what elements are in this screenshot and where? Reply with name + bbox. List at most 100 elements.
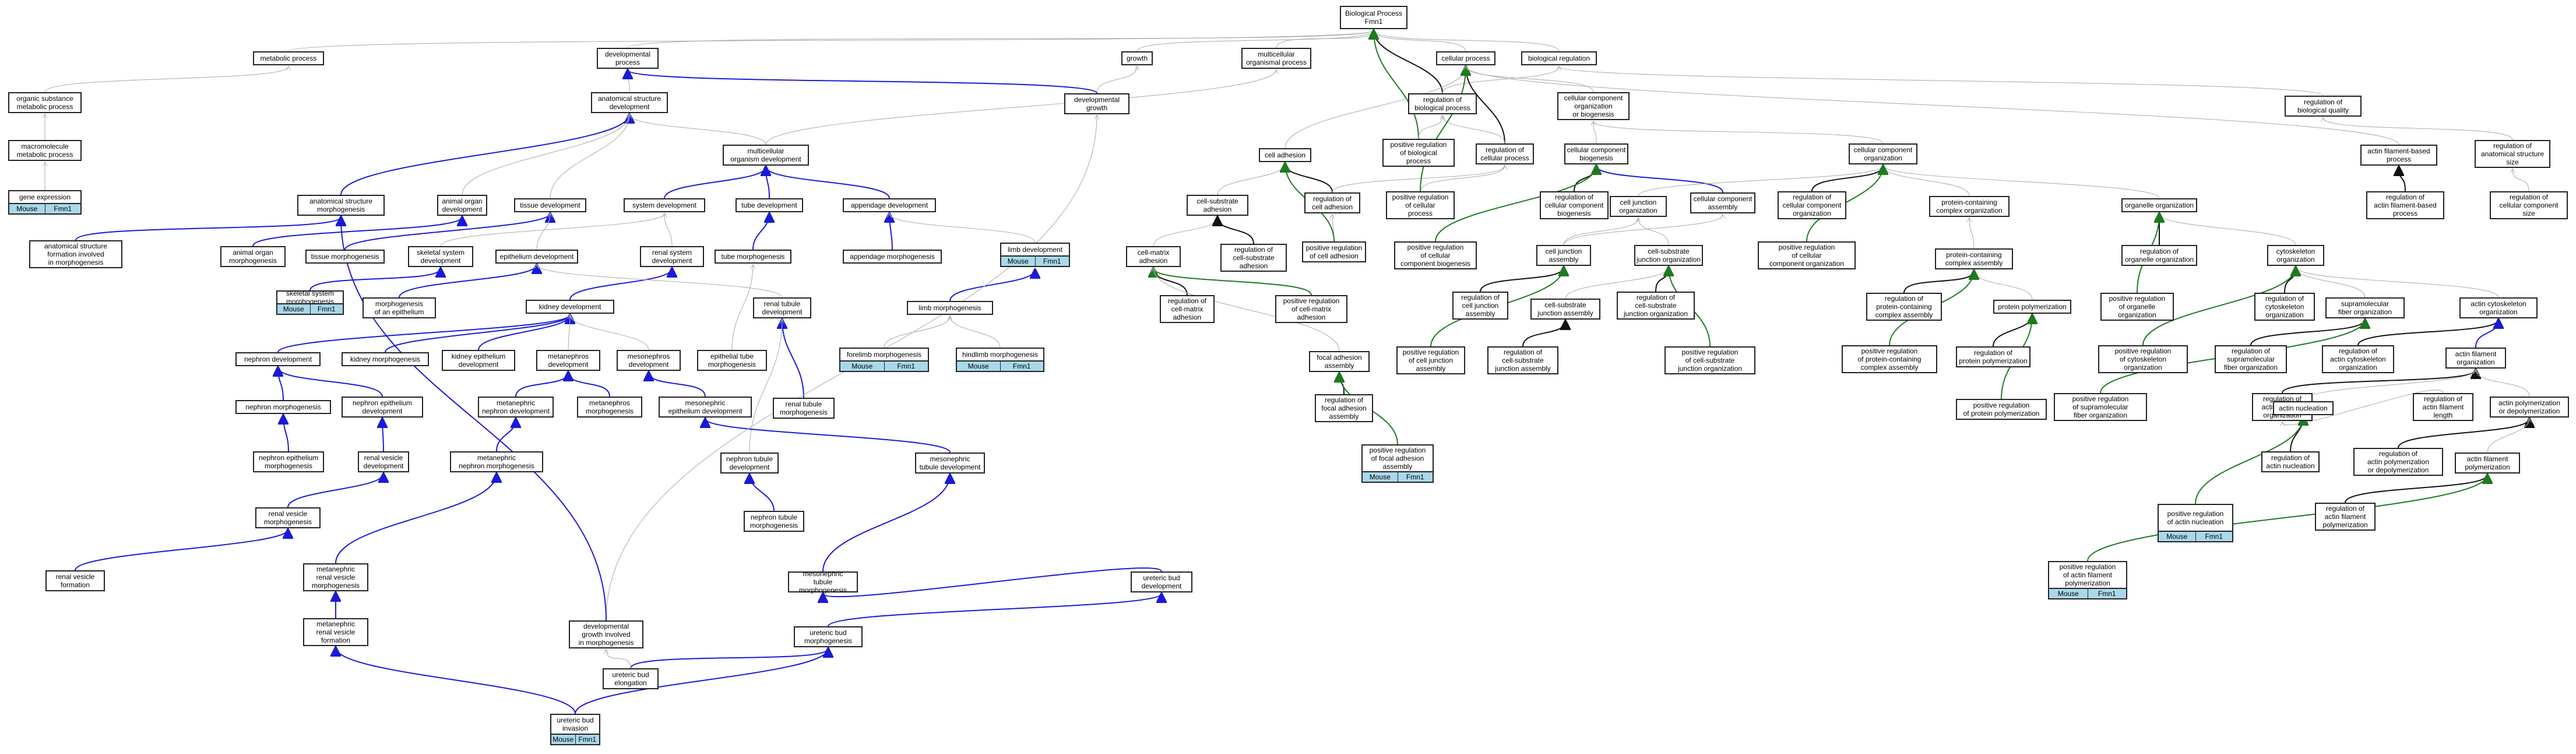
go-term-node[interactable]: ureteric bud morphogenesis xyxy=(794,626,863,647)
go-term-node[interactable]: cellular component biogenesis xyxy=(1564,143,1628,164)
go-term-node[interactable]: developmental process xyxy=(597,48,659,69)
go-term-node[interactable]: nephron tubule development xyxy=(720,453,779,474)
go-term-node[interactable]: protein-containing complex organization xyxy=(1929,196,2010,217)
go-term-node[interactable]: organelle organization xyxy=(2121,198,2197,212)
go-term-node[interactable]: mesonephric tubule development xyxy=(915,453,985,474)
go-term-node[interactable]: regulation of cell-substrate junction or… xyxy=(1617,292,1695,320)
go-term-node[interactable]: multicellular organism development xyxy=(723,145,809,166)
go-term-node[interactable]: anatomical structure morphogenesis xyxy=(297,195,385,216)
go-term-node[interactable]: hindlimb morphogenesis xyxy=(956,348,1044,362)
go-term-node[interactable]: ureteric bud development xyxy=(1131,571,1192,592)
go-term-node[interactable]: appendage morphogenesis xyxy=(843,250,942,264)
go-term-node[interactable]: cell-matrix adhesion xyxy=(1126,246,1181,267)
go-term-node[interactable]: regulation of biological quality xyxy=(2285,96,2362,117)
go-term-node[interactable]: nephron development xyxy=(235,352,321,366)
go-term-node[interactable]: organic substance metabolic process xyxy=(8,92,82,113)
go-term-node[interactable]: regulation of cell-substrate junction as… xyxy=(1487,346,1558,374)
go-term-node[interactable]: metanephric nephron morphogenesis xyxy=(450,451,543,472)
go-term-node[interactable]: tube development xyxy=(736,198,803,212)
go-term-node[interactable]: regulation of cell-substrate adhesion xyxy=(1220,244,1287,272)
go-term-node[interactable]: positive regulation of protein-containin… xyxy=(1842,345,1937,373)
go-term-node[interactable]: positive regulation of cell adhesion xyxy=(1302,241,1366,262)
go-term-node[interactable]: cellular component organization xyxy=(1849,143,1917,164)
go-term-node[interactable]: cell adhesion xyxy=(1259,148,1311,162)
go-term-node[interactable]: cell-substrate adhesion xyxy=(1187,195,1248,216)
go-term-node[interactable]: regulation of actin filament-based proce… xyxy=(2366,191,2444,219)
go-term-node[interactable]: positive regulation of protein polymeriz… xyxy=(1956,399,2047,420)
go-term-node[interactable]: regulation of cytoskeleton organization xyxy=(2254,293,2315,321)
go-term-node[interactable]: metabolic process xyxy=(253,51,324,65)
go-term-node[interactable]: regulation of supramolecular fiber organ… xyxy=(2215,345,2287,373)
go-term-node[interactable]: limb development xyxy=(1000,243,1070,257)
go-term-node[interactable]: gene expression xyxy=(8,190,82,204)
go-term-node[interactable]: appendage development xyxy=(843,198,936,212)
go-term-node[interactable]: regulation of anatomical structure size xyxy=(2475,140,2550,168)
go-term-node[interactable]: actin filament polymerization xyxy=(2455,453,2520,474)
go-term-node[interactable]: renal vesicle development xyxy=(358,451,409,472)
go-term-node[interactable]: regulation of cellular component organiz… xyxy=(1778,191,1846,219)
go-term-node[interactable]: regulation of protein polymerization xyxy=(1956,346,2030,367)
go-term-node[interactable]: regulation of actin filament polymerizat… xyxy=(2315,503,2376,531)
go-term-node[interactable]: actin filament organization xyxy=(2445,348,2506,369)
go-term-node[interactable]: regulation of cellular component size xyxy=(2490,191,2568,219)
go-term-node[interactable]: actin polymerization or depolymerization xyxy=(2490,397,2569,418)
go-term-node[interactable]: animal organ development xyxy=(437,195,487,216)
go-term-node[interactable]: positive regulation of actin nucleation xyxy=(2158,504,2233,532)
go-term-node[interactable]: regulation of cellular component biogene… xyxy=(1540,191,1609,219)
go-term-node[interactable]: nephron morphogenesis xyxy=(235,400,331,414)
go-term-node[interactable]: positive regulation of supramolecular fi… xyxy=(2054,393,2147,421)
go-term-node[interactable]: renal vesicle morphogenesis xyxy=(255,507,321,528)
go-term-node[interactable]: cellular component assembly xyxy=(1690,192,1755,213)
go-term-node[interactable]: multicellular organismal process xyxy=(1241,48,1311,69)
go-term-node[interactable]: anatomical structure formation involved … xyxy=(29,240,122,268)
go-term-node[interactable]: positive regulation of organelle organiz… xyxy=(2100,293,2174,321)
go-term-node[interactable]: positive regulation of focal adhesion as… xyxy=(1361,444,1434,472)
go-term-node[interactable]: developmental growth involved in morphog… xyxy=(569,620,643,648)
go-term-node[interactable]: mesonephros development xyxy=(617,350,681,371)
go-term-node[interactable]: Biological Process Fmn1 xyxy=(1340,6,1407,29)
go-term-node[interactable]: regulation of cell-matrix adhesion xyxy=(1160,295,1215,323)
go-term-node[interactable]: nephron epithelium morphogenesis xyxy=(253,451,324,472)
go-term-node[interactable]: epithelium development xyxy=(495,250,578,264)
go-term-node[interactable]: cellular process xyxy=(1436,51,1495,65)
go-term-node[interactable]: renal tubule morphogenesis xyxy=(773,398,835,419)
go-term-node[interactable]: metanephros morphogenesis xyxy=(577,397,642,418)
go-term-node[interactable]: biological regulation xyxy=(1521,51,1597,65)
go-term-node[interactable]: renal vesicle formation xyxy=(45,570,105,591)
go-term-node[interactable]: supramolecular fiber organization xyxy=(2325,297,2405,318)
go-term-node[interactable]: positive regulation of cytoskeleton orga… xyxy=(2098,345,2188,373)
go-term-node[interactable]: ureteric bud elongation xyxy=(603,668,659,689)
go-term-node[interactable]: regulation of cell adhesion xyxy=(1304,192,1360,213)
go-term-node[interactable]: cellular component organization or bioge… xyxy=(1557,92,1630,120)
go-term-node[interactable]: regulation of actin cytoskeleton organiz… xyxy=(2322,345,2394,373)
go-term-node[interactable]: positive regulation of cellular componen… xyxy=(1394,241,1477,269)
go-term-node[interactable]: regulation of protein-containing complex… xyxy=(1866,293,1942,321)
go-term-node[interactable]: regulation of actin nucleation xyxy=(2261,451,2320,472)
go-term-node[interactable]: metanephric renal vesicle morphogenesis xyxy=(303,563,368,591)
go-term-node[interactable]: metanephric renal vesicle formation xyxy=(303,618,368,646)
go-term-node[interactable]: focal adhesion assembly xyxy=(1309,351,1370,372)
go-term-node[interactable]: ureteric bud invasion xyxy=(550,714,600,735)
go-term-node[interactable]: positive regulation of cellular componen… xyxy=(1758,241,1856,269)
go-term-node[interactable]: regulation of actin filament length xyxy=(2413,393,2473,421)
go-term-node[interactable]: cell-substrate junction organization xyxy=(1634,245,1703,266)
go-term-node[interactable]: skeletal system morphogenesis xyxy=(276,289,344,306)
go-term-node[interactable]: tissue morphogenesis xyxy=(305,250,385,264)
go-term-node[interactable]: nephron tubule morphogenesis xyxy=(744,511,804,532)
go-term-node[interactable]: developmental growth xyxy=(1064,93,1129,114)
go-term-node[interactable]: actin cytoskeleton organization xyxy=(2459,297,2538,318)
go-term-node[interactable]: anatomical structure development xyxy=(591,92,668,113)
go-term-node[interactable]: regulation of cell junction assembly xyxy=(1452,292,1508,320)
go-term-node[interactable]: system development xyxy=(624,198,705,212)
go-term-node[interactable]: tube morphogenesis xyxy=(715,250,791,264)
go-term-node[interactable]: regulation of actin polymerization or de… xyxy=(2353,448,2443,476)
go-term-node[interactable]: growth xyxy=(1121,51,1153,65)
go-term-node[interactable]: metanephric nephron development xyxy=(478,397,554,418)
go-term-node[interactable]: skeletal system development xyxy=(408,246,473,267)
go-term-node[interactable]: renal system development xyxy=(640,246,704,267)
